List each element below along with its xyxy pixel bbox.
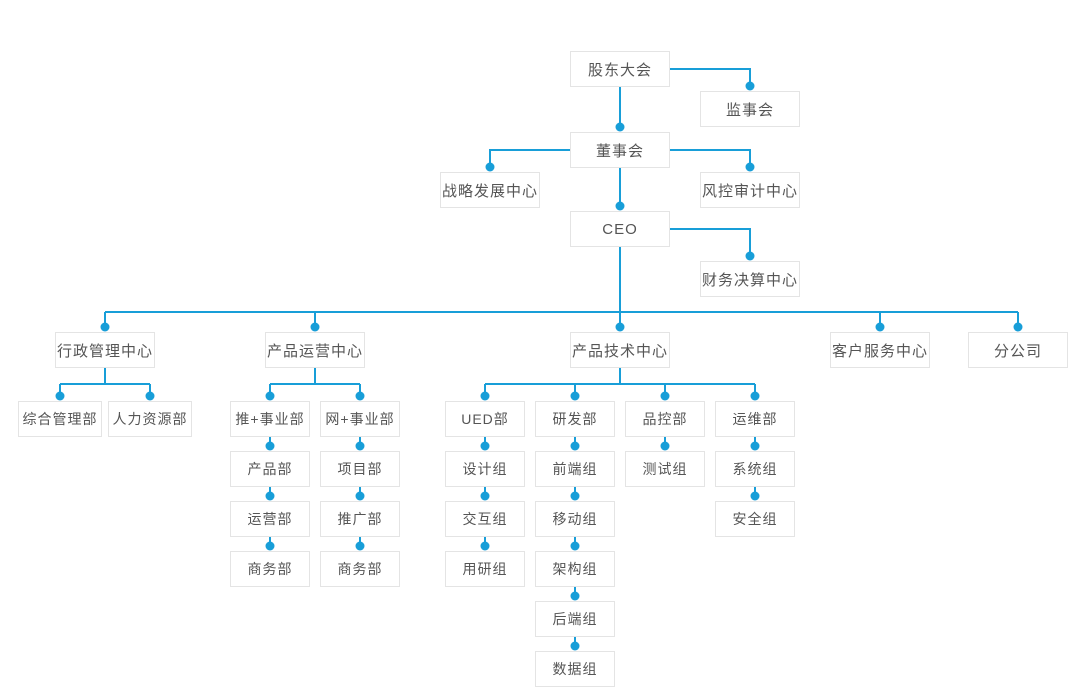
org-node-system-group: 系统组 <box>715 451 795 487</box>
org-node-project-dept: 项目部 <box>320 451 400 487</box>
org-node-user-research-group: 用研组 <box>445 551 525 587</box>
org-node-business-dept-right: 商务部 <box>320 551 400 587</box>
org-node-hr-dept: 人力资源部 <box>108 401 192 437</box>
org-node-shareholders-meeting: 股东大会 <box>570 51 670 87</box>
org-node-admin-mgmt-center: 行政管理中心 <box>55 332 155 368</box>
org-node-frontend-group: 前端组 <box>535 451 615 487</box>
org-node-customer-service-center: 客户服务中心 <box>830 332 930 368</box>
org-node-general-mgmt-dept: 综合管理部 <box>18 401 102 437</box>
org-node-tui-business-dept: 推+事业部 <box>230 401 310 437</box>
org-node-operations-dept: 运营部 <box>230 501 310 537</box>
org-node-testing-group: 测试组 <box>625 451 705 487</box>
org-node-business-dept-left: 商务部 <box>230 551 310 587</box>
org-node-product-dept: 产品部 <box>230 451 310 487</box>
org-node-qc-dept: 品控部 <box>625 401 705 437</box>
org-node-wang-business-dept: 网+事业部 <box>320 401 400 437</box>
org-node-risk-audit-center: 风控审计中心 <box>700 172 800 208</box>
org-node-branch-company: 分公司 <box>968 332 1068 368</box>
org-node-product-ops-center: 产品运营中心 <box>265 332 365 368</box>
org-node-ued-dept: UED部 <box>445 401 525 437</box>
org-node-architecture-group: 架构组 <box>535 551 615 587</box>
org-node-promotion-dept: 推广部 <box>320 501 400 537</box>
org-node-security-group: 安全组 <box>715 501 795 537</box>
org-node-mobile-group: 移动组 <box>535 501 615 537</box>
org-node-supervisory-board: 监事会 <box>700 91 800 127</box>
org-node-ops-maintenance-dept: 运维部 <box>715 401 795 437</box>
org-node-ceo: CEO <box>570 211 670 247</box>
org-node-board-of-directors: 董事会 <box>570 132 670 168</box>
org-node-rd-dept: 研发部 <box>535 401 615 437</box>
org-node-data-group: 数据组 <box>535 651 615 687</box>
org-node-finance-center: 财务决算中心 <box>700 261 800 297</box>
org-node-interaction-group: 交互组 <box>445 501 525 537</box>
org-node-backend-group: 后端组 <box>535 601 615 637</box>
org-node-product-tech-center: 产品技术中心 <box>570 332 670 368</box>
org-node-strategy-dev-center: 战略发展中心 <box>440 172 540 208</box>
org-node-design-group: 设计组 <box>445 451 525 487</box>
